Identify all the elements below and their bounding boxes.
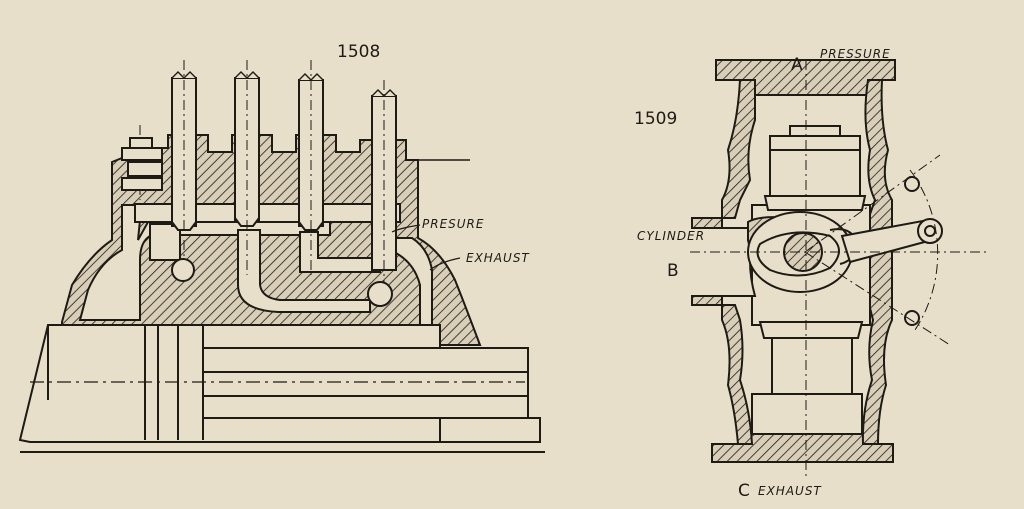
port-letter-b: B <box>667 261 679 281</box>
figure-number-1508: 1508 <box>337 42 380 62</box>
lower-piston <box>751 321 864 435</box>
upper-piston <box>763 125 867 211</box>
exhaust-leader <box>429 257 461 271</box>
engine-bed <box>18 324 545 453</box>
centerlines-1509 <box>690 60 990 480</box>
label-presure: PRESURE <box>422 217 484 231</box>
figure-1509 <box>690 59 990 480</box>
label-cylinder: CYLINDER <box>637 229 705 243</box>
stud-nuts <box>121 137 163 191</box>
port-circles <box>171 258 393 307</box>
figure-1508 <box>18 60 545 453</box>
label-pressure: PRESSURE <box>820 47 891 61</box>
label-exhaust: EXHAUST <box>466 251 530 265</box>
valve-casing-right <box>861 79 893 445</box>
label-exhaust-1509: EXHAUST <box>758 484 822 498</box>
port-letter-a: A <box>791 55 803 75</box>
figure-number-1509: 1509 <box>634 109 677 129</box>
port-letter-c: C <box>738 481 750 501</box>
pressure-leader <box>391 224 421 233</box>
